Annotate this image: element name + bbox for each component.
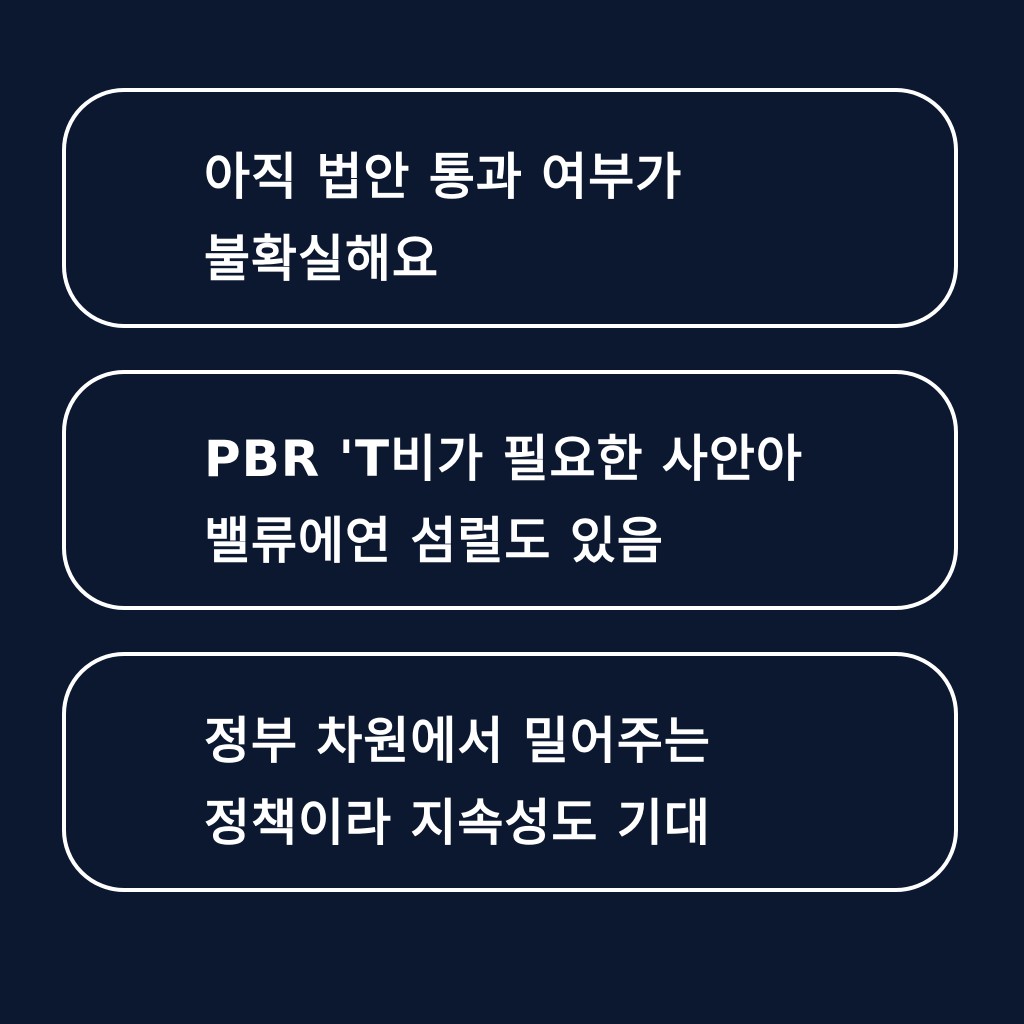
info-card-2: PBR 'T비가 필요한 사안아 밸류에연 섬럴도 있음 (62, 370, 958, 610)
card-1-line-2: 불확실해요 (204, 230, 439, 288)
card-1-text: 아직 법안 통과 여부가 불확실해요 (204, 136, 682, 300)
card-2-line-1: PBR 'T비가 필요한 사안아 (204, 430, 803, 488)
card-2-text: PBR 'T비가 필요한 사안아 밸류에연 섬럴도 있음 (204, 418, 803, 582)
card-3-text: 정부 차원에서 밀어주는 정책이라 지속성도 기대 (204, 700, 711, 864)
card-3-line-2: 정책이라 지속성도 기대 (204, 794, 711, 852)
info-card-1: 아직 법안 통과 여부가 불확실해요 (62, 88, 958, 328)
info-card-3: 정부 차원에서 밀어주는 정책이라 지속성도 기대 (62, 652, 958, 892)
card-2-line-2: 밸류에연 섬럴도 있음 (204, 512, 664, 570)
card-1-line-1: 아직 법안 통과 여부가 (204, 148, 683, 206)
card-3-line-1: 정부 차원에서 밀어주는 (204, 712, 711, 770)
